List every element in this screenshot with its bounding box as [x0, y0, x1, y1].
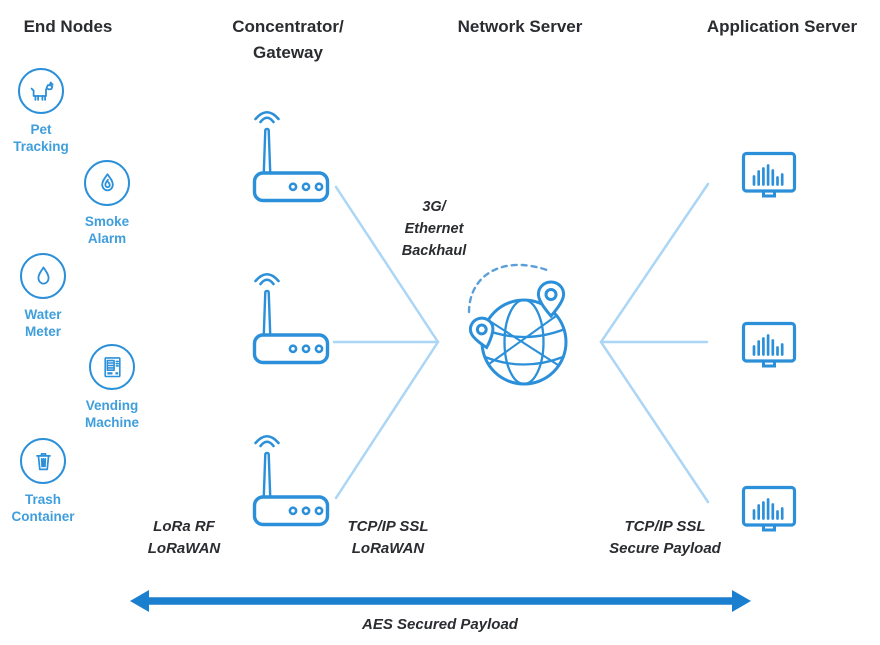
- tcpip-secure-payload-label: TCP/IP SSL Secure Payload: [609, 518, 721, 557]
- bar-chart-glyph: [752, 334, 784, 356]
- globe: [480, 298, 568, 386]
- column-header-end-nodes: End Nodes: [23, 17, 113, 36]
- map-pin-icon: [468, 316, 495, 350]
- end-node-smoke-alarm: Smoke Alarm: [59, 160, 155, 247]
- bar-chart-glyph: [752, 164, 784, 186]
- wifi-router-icon: [252, 110, 330, 203]
- wifi-router-icon: [252, 272, 330, 365]
- bar-chart-glyph: [752, 498, 784, 520]
- trash-icon: [35, 452, 51, 470]
- flame-icon: [100, 172, 114, 191]
- vending-machine-icon: [103, 356, 121, 377]
- gateway-to-server-lines: [332, 185, 440, 500]
- end-node-label: Smoke Alarm: [84, 214, 130, 246]
- globe-with-pins-icon: [467, 263, 568, 386]
- end-node-trash-container: Trash Container: [0, 438, 91, 525]
- backhaul-label: 3G/ Ethernet Backhaul: [401, 199, 467, 259]
- end-node-label: Pet Tracking: [13, 122, 69, 154]
- water-drop-icon: [37, 266, 49, 284]
- smoke-alarm-circle: [84, 160, 130, 206]
- end-node-pet-tracking: Pet Tracking: [0, 68, 89, 155]
- end-node-vending-machine: Vending Machine: [64, 344, 160, 431]
- end-node-label: Trash Container: [11, 492, 75, 524]
- aes-secured-payload-label: AES Secured Payload: [362, 616, 518, 633]
- map-pin-icon: [536, 280, 566, 319]
- column-header-concentrator-gateway: Concentrator/ Gateway: [232, 17, 344, 62]
- water-meter-circle: [20, 253, 66, 299]
- end-node-label: Water Meter: [24, 307, 62, 339]
- column-header-network-server: Network Server: [457, 17, 583, 36]
- end-node-water-meter: Water Meter: [0, 253, 91, 340]
- monitor-chart-icon: [741, 151, 797, 198]
- dashed-arc: [467, 263, 549, 314]
- end-node-label: Vending Machine: [84, 398, 139, 430]
- trash-container-circle: [20, 438, 66, 484]
- pet-tracking-circle: [18, 68, 64, 114]
- server-to-app-lines: [599, 182, 710, 504]
- monitor-chart-icon: [741, 321, 797, 368]
- vending-machine-circle: [89, 344, 135, 390]
- monitor-chart-icon: [741, 485, 797, 532]
- aes-double-arrow: [130, 590, 751, 612]
- column-header-application-server: Application Server: [706, 17, 858, 36]
- tcpip-lorawan-label: TCP/IP SSL LoRaWAN: [347, 518, 429, 557]
- wifi-router-icon: [252, 434, 330, 527]
- lora-rf-label: LoRa RF LoRaWAN: [147, 518, 221, 557]
- dog-icon: [30, 81, 54, 101]
